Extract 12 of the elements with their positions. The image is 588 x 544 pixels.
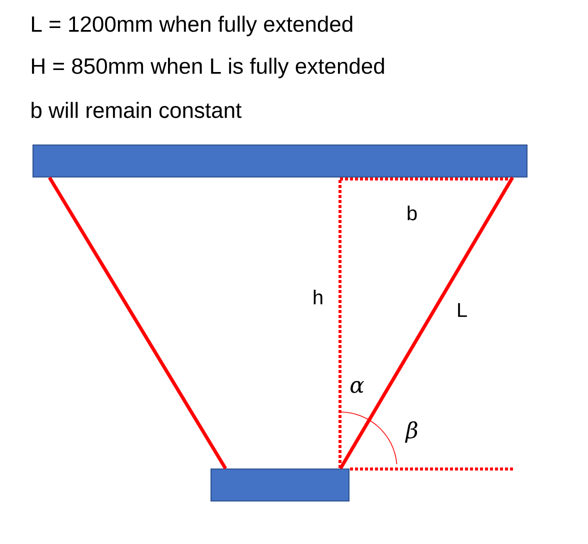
dimension-label: b bbox=[408, 206, 417, 220]
angle-label: α bbox=[350, 381, 364, 393]
dimension-label: h bbox=[314, 290, 322, 304]
bar bbox=[210, 468, 350, 502]
support-line bbox=[339, 176, 514, 470]
support-line bbox=[48, 176, 227, 470]
note-text: H = 850mm when L is fully extended bbox=[32, 58, 384, 78]
dimension-label: L bbox=[458, 303, 467, 317]
note-text: b will remain constant bbox=[32, 102, 242, 118]
bar bbox=[32, 144, 528, 178]
angle-label: β bbox=[404, 421, 418, 443]
note-text: L = 1200mm when fully extended bbox=[32, 16, 352, 36]
